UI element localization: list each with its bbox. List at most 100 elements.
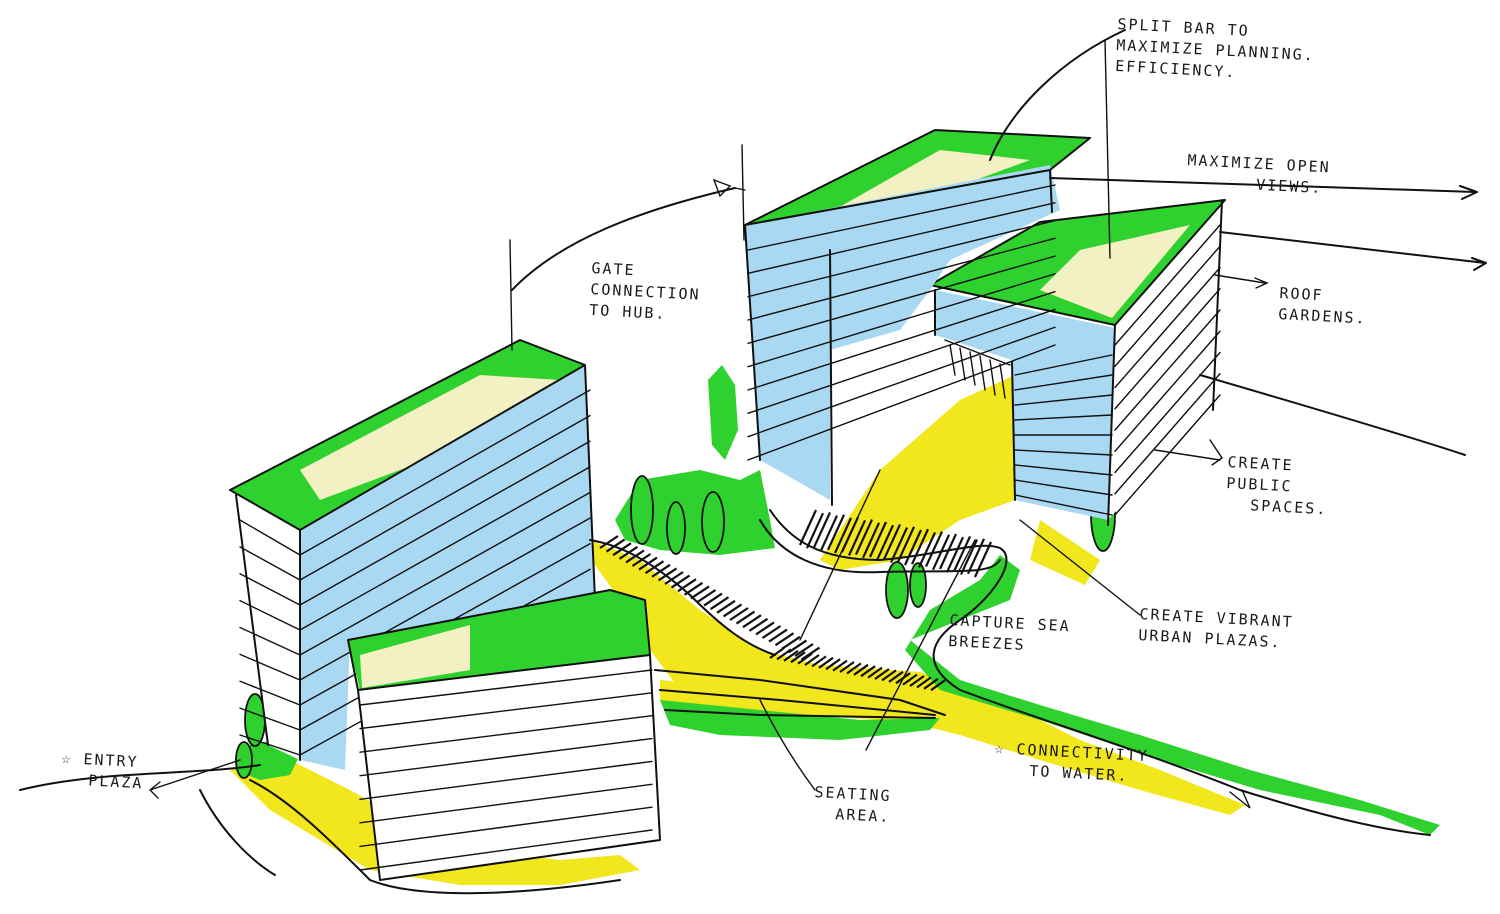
annotation-leaders bbox=[509, 29, 1487, 466]
hatch-stroke bbox=[867, 666, 883, 679]
left-tower-roof-cream bbox=[300, 375, 560, 500]
hatch-stroke bbox=[889, 527, 909, 564]
hatch-stroke bbox=[818, 656, 834, 669]
hatch-stroke bbox=[874, 668, 890, 680]
floor-line bbox=[747, 308, 1056, 415]
ground-washes bbox=[230, 365, 1440, 885]
plaza-edge bbox=[589, 539, 776, 656]
low-block-wall bbox=[358, 655, 660, 880]
hatch-stroke bbox=[769, 647, 785, 659]
seating-leader bbox=[759, 699, 816, 791]
hatch-stroke bbox=[761, 625, 782, 639]
hatch-stroke bbox=[787, 639, 808, 654]
curb-line bbox=[769, 509, 1431, 836]
floor-line bbox=[747, 219, 1056, 298]
hatch-stroke bbox=[903, 529, 923, 566]
floor-line bbox=[239, 573, 301, 606]
hatch-stroke bbox=[605, 538, 626, 553]
floor-line bbox=[239, 599, 301, 631]
floor-line bbox=[1114, 330, 1221, 452]
floor-line bbox=[299, 517, 591, 681]
tree bbox=[701, 491, 725, 553]
split-bar-leader-2 bbox=[1104, 39, 1111, 259]
note-water: ☆ CONNECTIVITY TO WATER. bbox=[993, 738, 1149, 788]
hatch-stroke bbox=[729, 607, 749, 621]
building-right-tower bbox=[929, 199, 1226, 526]
hatch-stroke bbox=[924, 531, 944, 568]
hatch-stroke bbox=[657, 567, 678, 582]
yellow-plaza-center bbox=[820, 375, 1015, 570]
note-open-views: MAXIMIZE OPEN VIEWS. bbox=[1186, 150, 1331, 199]
roof-garden-arrow bbox=[1214, 274, 1269, 289]
hatch-stroke bbox=[805, 512, 825, 549]
floor-line bbox=[359, 829, 653, 871]
hatch-stroke bbox=[781, 635, 801, 650]
gate-marker bbox=[712, 178, 746, 198]
hatch-stroke bbox=[748, 617, 769, 632]
floor-line bbox=[1114, 266, 1221, 389]
floor-line bbox=[1014, 479, 1113, 496]
hatch-stroke bbox=[742, 614, 762, 629]
hatch-stroke bbox=[945, 536, 965, 573]
public-space-arrow bbox=[1154, 439, 1223, 466]
hatch-stroke bbox=[811, 655, 827, 668]
floor-line bbox=[1014, 494, 1113, 516]
ground-linework bbox=[19, 469, 1431, 895]
hatch-stroke bbox=[755, 621, 775, 636]
floor-line bbox=[1114, 224, 1221, 346]
hatch-stroke bbox=[664, 571, 684, 585]
floor-line bbox=[747, 273, 1056, 368]
note-line: AREA. bbox=[834, 805, 891, 826]
low-block-outline bbox=[347, 589, 661, 881]
hatch-stroke bbox=[826, 514, 846, 551]
floor-line bbox=[747, 255, 1056, 345]
left-ground-curve bbox=[19, 764, 621, 895]
floor-line bbox=[239, 626, 301, 656]
hatch-stroke bbox=[716, 599, 736, 614]
floor-line bbox=[1114, 373, 1221, 495]
hatch-stroke bbox=[670, 574, 691, 589]
right-tower-side-wall bbox=[935, 290, 1115, 520]
floor-line bbox=[1114, 288, 1221, 410]
hatch-stroke bbox=[868, 521, 888, 558]
gate-leader-arc bbox=[511, 187, 736, 291]
note-line: ☆ ENTRY bbox=[61, 748, 140, 772]
floor-line bbox=[299, 389, 591, 556]
floor-line bbox=[1114, 394, 1221, 516]
floor-line bbox=[239, 653, 301, 681]
floor-line bbox=[1014, 354, 1113, 376]
hatch-stroke bbox=[839, 661, 855, 673]
hatch-stroke bbox=[854, 519, 874, 556]
floor-line bbox=[1014, 374, 1113, 391]
tree bbox=[885, 561, 909, 619]
floor-line bbox=[1114, 309, 1221, 431]
note-line: PLAZA bbox=[87, 771, 144, 793]
hatch-stroke bbox=[861, 522, 881, 559]
hatch-stroke bbox=[677, 578, 697, 593]
floor-line bbox=[1014, 394, 1113, 406]
note-urban-plazas: CREATE VIBRANT URBAN PLAZAS. bbox=[1138, 604, 1294, 654]
left-tower-wall-side bbox=[235, 495, 300, 760]
floor-line bbox=[747, 290, 1056, 391]
hatch-stroke bbox=[812, 511, 832, 548]
hatch-stroke bbox=[825, 658, 841, 671]
entry-arrow bbox=[149, 759, 241, 799]
building-left-low-block bbox=[347, 589, 661, 881]
hatch-stroke bbox=[832, 659, 848, 672]
floor-line bbox=[747, 344, 1056, 461]
sea-breeze-leader-2 bbox=[865, 539, 976, 751]
note-gate: GATE CONNECTION TO HUB. bbox=[589, 258, 702, 327]
hatch-stroke bbox=[709, 596, 730, 611]
hatch-stroke bbox=[774, 632, 795, 647]
right-tower-outline bbox=[929, 199, 1226, 526]
note-sea-breezes: CAPTURE SEA BREEZES bbox=[948, 610, 1071, 658]
hatch-stroke bbox=[797, 652, 813, 665]
floor-line bbox=[359, 669, 653, 706]
floor-line bbox=[239, 707, 301, 731]
right-tower-roof-cream bbox=[1040, 225, 1190, 318]
hatch-stroke bbox=[722, 603, 743, 618]
floor-line bbox=[1014, 449, 1113, 456]
yellow-plaza-left bbox=[230, 760, 640, 885]
vertical-marker-left bbox=[509, 239, 513, 351]
hatch-stroke bbox=[909, 675, 925, 687]
